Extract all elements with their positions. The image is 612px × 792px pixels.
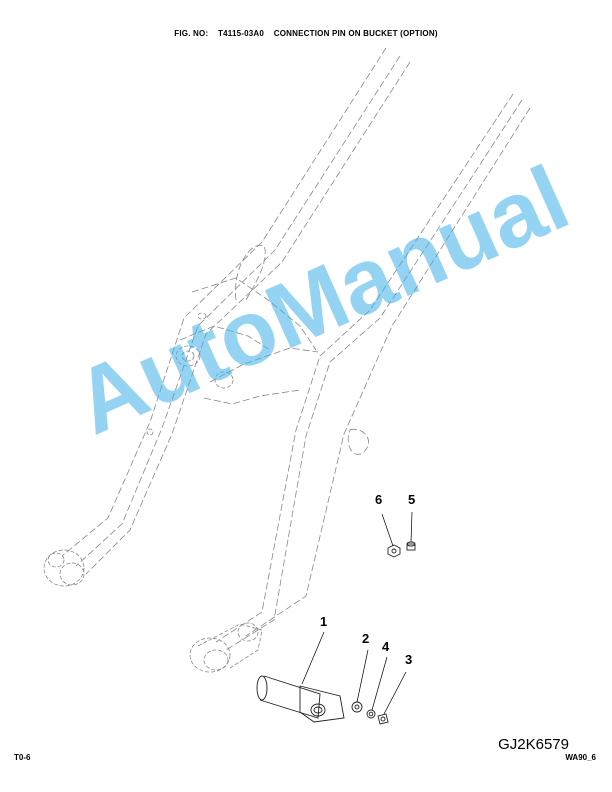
- callout-3: 3: [405, 652, 412, 667]
- boom-phantom-outline: [61, 47, 531, 651]
- connection-pin-part: [256, 675, 345, 723]
- callout-4: 4: [382, 639, 390, 654]
- leader-lines: [301, 511, 413, 715]
- fig-number: T4115-03A0: [218, 29, 265, 38]
- callout-6: 6: [375, 492, 382, 507]
- washer-part: [351, 701, 363, 713]
- lock-washer-part: [366, 709, 376, 719]
- grease-fitting-part: [406, 541, 416, 551]
- series-id: WA90_6: [565, 753, 596, 762]
- callout-1: 1: [320, 614, 327, 629]
- callout-2: 2: [362, 631, 369, 646]
- figure-title: FIG. NO: T4115-03A0 CONNECTION PIN ON BU…: [0, 29, 612, 38]
- drawing-id: GJ2K6579: [498, 736, 569, 753]
- fig-label: FIG. NO:: [174, 29, 209, 38]
- callout-5: 5: [408, 492, 415, 507]
- bolt-part: [377, 713, 389, 725]
- fig-caption: CONNECTION PIN ON BUCKET (OPTION): [273, 29, 438, 38]
- nut-part: [387, 544, 401, 558]
- page-number: T0-6: [14, 753, 31, 762]
- pin-bosses-phantom: [43, 312, 263, 673]
